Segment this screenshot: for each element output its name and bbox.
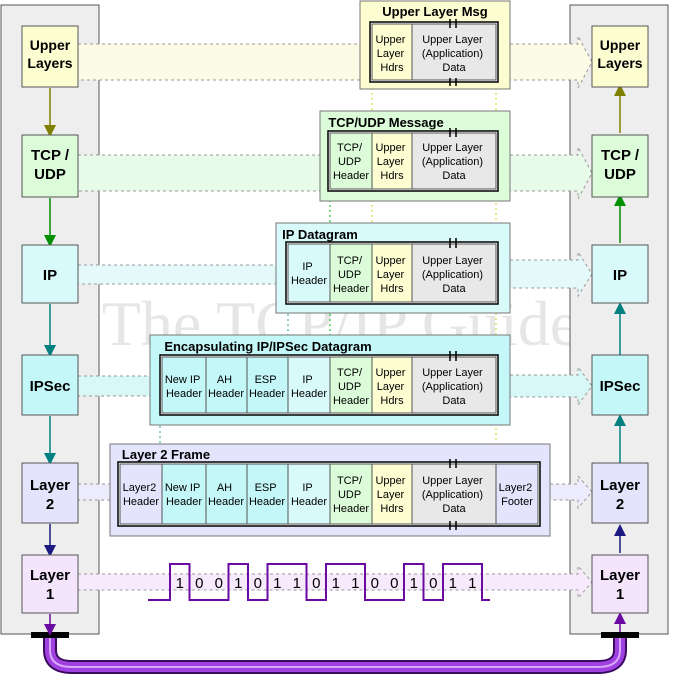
right-layer-ipsec: IPSec [591,354,649,416]
bit-label: 1 [273,575,281,592]
svg-text:IPSec: IPSec [30,378,71,395]
right-stack-panel [569,4,669,635]
ah-header-cell: AH Header [208,482,244,508]
layer2-frame: Layer 2 Frame Layer2 Header New IP Heade… [109,443,551,537]
new-ip-header-cell: New IP Header [165,374,203,400]
frame-title: TCP/UDP Message [328,115,443,130]
esp-header-cell: ESP Header [249,482,285,508]
bit-label: 0 [390,575,398,592]
bit-label: 1 [351,575,359,592]
frame-title: Encapsulating IP/IPSec Datagram [164,339,371,354]
square-wave [148,563,490,601]
bit-label: 1 [449,575,457,592]
svg-text:IP: IP [613,267,627,284]
bit-label: 0 [371,575,379,592]
l2-footer-cell: Layer2 Footer [499,482,536,508]
l2-header-cell: Layer2 Header [123,482,160,508]
bit-label: 0 [429,575,437,592]
ul-data-cell: Upper Layer (Application) Data [422,367,486,407]
right-connector [601,632,639,638]
frame-title: Upper Layer Msg [382,4,488,19]
ip-datagram-frame: IP Datagram IP Header TCP/ UDP Header Up… [275,222,511,314]
new-ip-header-cell: New IP Header [165,482,203,508]
tcp-header-cell: TCP/ UDP Header [333,142,369,182]
bit-label: 1 [410,575,418,592]
ah-header-cell: AH Header [208,374,244,400]
bit-label: 1 [234,575,242,592]
ul-data-cell: Upper Layer (Application) Data [422,475,486,515]
bit-label: 1 [176,575,184,592]
ipsec-datagram-frame: Encapsulating IP/IPSec Datagram New IP H… [149,334,511,426]
svg-text:TCP /UDP: TCP /UDP [601,147,640,183]
ul-hdrs-cell: Upper Layer Hdrs [375,34,408,74]
svg-text:TCP /UDP: TCP /UDP [31,147,70,183]
tcp-header-cell: TCP/ UDP Header [333,475,369,515]
bit-label: 1 [293,575,301,592]
physical-cable [45,636,625,672]
ul-hdrs-cell: Upper Layer Hdrs [375,255,408,295]
tcp-header-cell: TCP/ UDP Header [333,367,369,407]
ul-data-cell: Upper Layer (Application) Data [422,34,486,74]
svg-text:IPSec: IPSec [600,378,641,395]
frame-title: IP Datagram [282,227,358,242]
left-connector [31,632,69,638]
left-layer-ipsec: IPSec [21,354,79,416]
left-layer-ip: IP [21,244,79,304]
bit-label: 0 [215,575,223,592]
ip-header-cell: IP Header [291,261,327,287]
ul-hdrs-cell: Upper Layer Hdrs [375,367,408,407]
bit-label: 1 [332,575,340,592]
ul-hdrs-cell: Upper Layer Hdrs [375,142,408,182]
flow-bands [77,35,593,600]
left-layer-tcp-udp: TCP /UDP [21,134,79,198]
physical-cable-highlight [49,636,621,668]
frame-title: Layer 2 Frame [122,447,210,462]
right-layer-ip: IP [591,244,649,304]
esp-header-cell: ESP Header [249,374,285,400]
upper-layer-msg-frame: Upper Layer Msg Upper Layer Hdrs Upper L… [359,0,511,90]
ip-header-cell: IP Header [291,374,327,400]
right-layer-tcp-udp: TCP /UDP [591,134,649,198]
tcp-udp-message-frame: TCP/UDP Message TCP/ UDP Header Upper La… [319,110,511,202]
bit-label: 0 [195,575,203,592]
bit-label: 0 [312,575,320,592]
ul-data-cell: Upper Layer (Application) Data [422,255,486,295]
ul-hdrs-cell: Upper Layer Hdrs [375,475,408,515]
bit-label: 0 [254,575,262,592]
ip-header-cell: IP Header [291,482,327,508]
svg-text:Layer2: Layer2 [600,477,640,513]
svg-text:IP: IP [43,267,57,284]
bit-label: 1 [468,575,476,592]
ul-data-cell: Upper Layer (Application) Data [422,142,486,182]
svg-text:Layer2: Layer2 [30,477,70,513]
tcp-header-cell: TCP/ UDP Header [333,255,369,295]
